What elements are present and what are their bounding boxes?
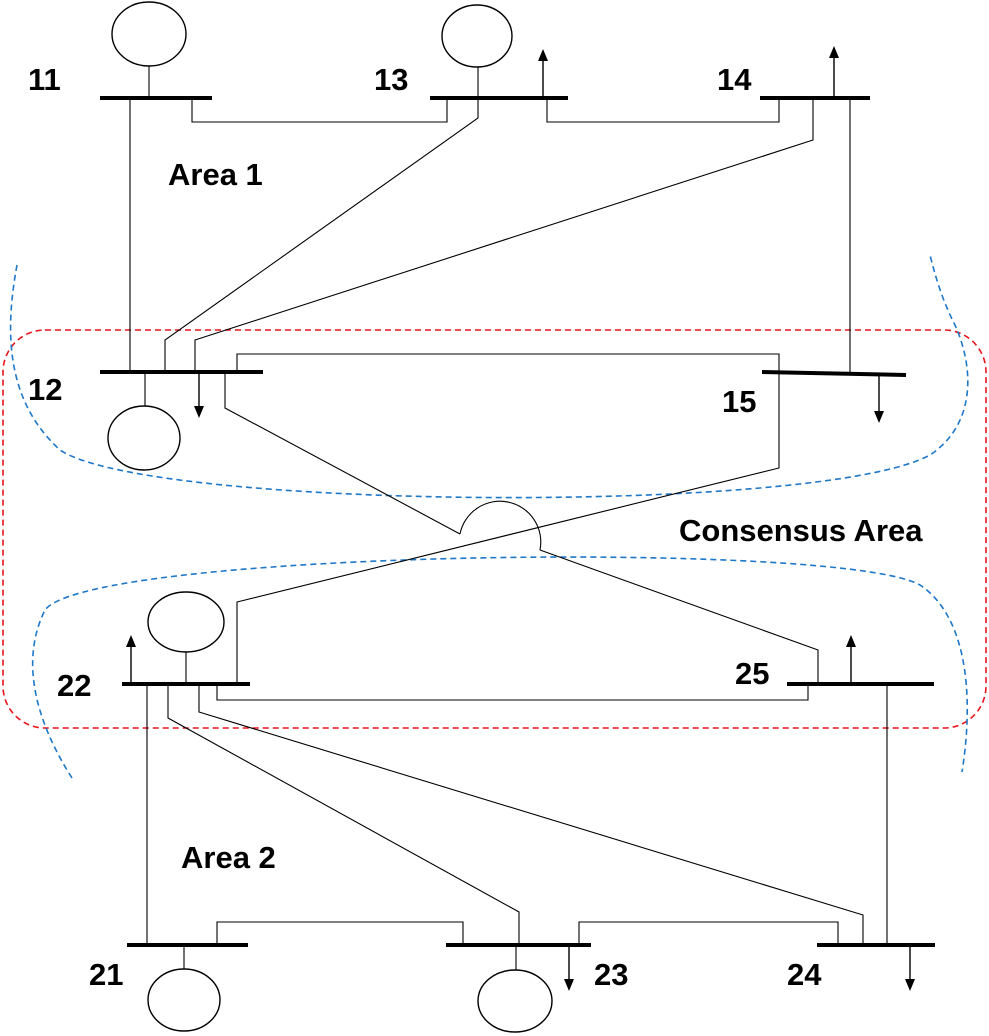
line-12-25-lower xyxy=(539,549,819,684)
consensus-area-boundary xyxy=(2,329,987,729)
line-12-25-crossing-arc xyxy=(459,500,542,551)
bus-label-13: 13 xyxy=(374,62,408,97)
load-14-arrow-icon xyxy=(829,46,839,98)
load-25-arrow-icon xyxy=(846,635,856,684)
bus-label-23: 23 xyxy=(594,957,628,992)
line-22-24 xyxy=(198,684,864,945)
line-21-23 xyxy=(216,921,464,945)
bus-label-11: 11 xyxy=(28,62,61,97)
load-15-arrow-icon xyxy=(874,375,884,423)
bus-label-12: 12 xyxy=(28,372,62,407)
line-22-25 xyxy=(216,684,809,701)
transmission-lines xyxy=(129,98,888,945)
load-12-arrow-icon xyxy=(194,372,204,418)
bus-15 xyxy=(761,370,907,377)
load-22-arrow-icon xyxy=(126,635,136,684)
bus-label-24: 24 xyxy=(787,957,822,992)
area-labels: Area 1 Area 2 Consensus Area xyxy=(168,157,923,875)
generators xyxy=(107,1,553,1033)
load-24-arrow-icon xyxy=(905,945,915,991)
bus-label-25: 25 xyxy=(735,656,769,691)
line-12-25 xyxy=(224,372,461,535)
area-2-label: Area 2 xyxy=(181,840,276,875)
bus-labels: 11 13 14 12 15 22 25 21 23 24 xyxy=(28,62,822,992)
line-15-22 xyxy=(236,374,780,684)
generator-21-icon xyxy=(147,968,221,1032)
area-1-label: Area 1 xyxy=(168,157,263,192)
line-23-24 xyxy=(578,921,839,945)
generator-13-icon xyxy=(441,4,513,68)
line-14-12 xyxy=(194,98,814,372)
line-12-15 xyxy=(236,353,780,374)
generator-22-icon xyxy=(147,591,225,653)
generator-12-icon xyxy=(107,405,181,471)
line-11-13 xyxy=(191,98,448,123)
load-13-arrow-icon xyxy=(538,49,548,98)
load-23-arrow-icon xyxy=(564,945,574,991)
line-13-14 xyxy=(546,98,780,123)
buses xyxy=(100,96,935,947)
generator-23-icon xyxy=(477,969,553,1033)
line-13-12 xyxy=(164,98,479,372)
generator-11-icon xyxy=(111,1,187,67)
consensus-area-label: Consensus Area xyxy=(679,513,923,548)
loads xyxy=(126,46,915,991)
bus-label-21: 21 xyxy=(89,957,123,992)
bus-label-15: 15 xyxy=(722,384,756,419)
line-22-23 xyxy=(167,684,520,945)
area-2-boundary xyxy=(31,556,969,779)
bus-label-14: 14 xyxy=(717,62,752,97)
area-1-boundary xyxy=(9,254,969,499)
bus-label-22: 22 xyxy=(57,668,91,703)
